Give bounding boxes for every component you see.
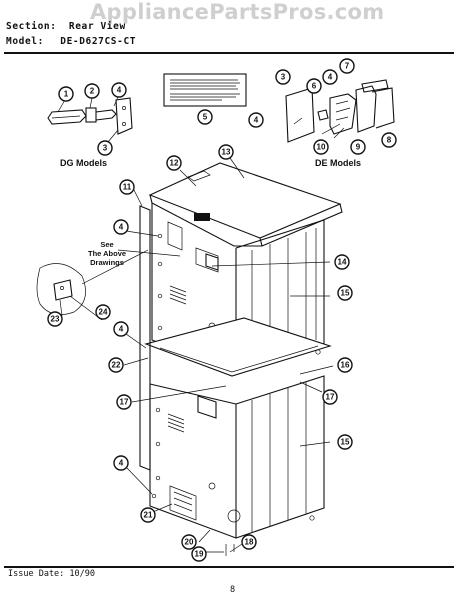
dryer-cabinet-stack [144,162,343,556]
svg-text:6: 6 [312,82,317,91]
callout-6: 6 [306,78,322,94]
dg-models-label: DG Models [60,158,108,168]
svg-text:3: 3 [103,144,108,153]
svg-text:15: 15 [341,289,350,298]
dg-gas-valve-assembly [47,96,133,143]
svg-text:2: 2 [90,87,95,96]
callout-21: 21 [140,507,156,523]
de-terminal-block-assembly [285,79,395,143]
svg-text:20: 20 [185,538,194,547]
callout-18: 18 [241,534,257,550]
section-label: Section: [6,21,57,32]
svg-text:22: 22 [112,361,121,370]
callout-4-low: 4 [113,321,129,337]
section-value: Rear View [68,21,126,32]
see-above-line-3: Drawings [90,258,124,267]
svg-text:5: 5 [203,113,208,122]
callout-24: 24 [95,304,111,320]
svg-text:19: 19 [195,550,204,559]
callout-23: 23 [47,311,63,327]
svg-text:12: 12 [170,159,179,168]
see-above-drawings-note: See The Above Drawings [88,240,126,267]
callout-17-left: 17 [116,394,132,410]
svg-text:10: 10 [317,143,326,152]
callout-22: 22 [108,357,124,373]
callout-8: 8 [381,132,397,148]
svg-text:18: 18 [245,538,254,547]
svg-text:16: 16 [341,361,350,370]
svg-text:4: 4 [328,73,333,82]
page-number: 8 [230,585,236,595]
callout-5: 5 [197,109,213,125]
svg-text:21: 21 [144,511,153,520]
callout-19: 19 [191,546,207,562]
warning-label-5 [163,73,247,107]
svg-text:23: 23 [51,315,60,324]
svg-text:15: 15 [341,438,350,447]
svg-text:4: 4 [119,325,124,334]
svg-text:17: 17 [120,398,129,407]
callout-1: 1 [58,86,74,102]
issue-date: Issue Date: 10/90 [8,569,95,579]
callout-7: 7 [339,58,355,74]
header-rule [4,52,454,54]
model-value: DE-D627CS-CT [60,36,137,47]
watermark: AppliancePartsPros.com [90,0,385,24]
callout-4-mid: 4 [113,219,129,235]
see-above-line-2: The Above [88,249,127,258]
model-label: Model: [6,36,44,47]
svg-text:9: 9 [356,143,361,152]
callout-2: 2 [84,83,100,99]
section-line: Section: Rear View [6,21,126,32]
callout-11: 11 [119,179,135,195]
svg-text:8: 8 [387,136,392,145]
model-line: Model: DE-D627CS-CT [6,36,136,47]
svg-text:11: 11 [123,183,132,192]
callout-14: 14 [334,254,350,270]
callout-3: 3 [97,140,113,156]
callout-10: 10 [313,139,329,155]
svg-text:4: 4 [117,86,122,95]
svg-text:4: 4 [254,116,259,125]
detail-inset [36,249,149,315]
svg-text:7: 7 [345,62,350,71]
callout-12: 12 [166,155,182,171]
footer-rule [4,566,454,568]
svg-text:17: 17 [326,393,335,402]
svg-text:1: 1 [64,90,69,99]
callout-20: 20 [181,534,197,550]
svg-text:13: 13 [222,148,231,157]
svg-text:4: 4 [119,459,124,468]
callout-4: 4 [111,82,127,98]
svg-text:4: 4 [119,223,124,232]
svg-text:24: 24 [99,308,108,317]
callout-15-lower: 15 [337,434,353,450]
svg-text:3: 3 [281,73,286,82]
callout-4-de-top: 4 [322,69,338,85]
de-models-label: DE Models [315,158,362,168]
callout-3-de: 3 [275,69,291,85]
callout-4-bottom: 4 [113,455,129,471]
back-panel-left [139,205,151,471]
see-above-line-1: See [100,240,114,249]
callout-16: 16 [337,357,353,373]
svg-text:14: 14 [338,258,347,267]
callout-4-de: 4 [248,112,264,128]
callout-15-upper: 15 [337,285,353,301]
callout-13: 13 [218,144,234,160]
callout-17-right: 17 [322,389,338,405]
callout-9: 9 [350,139,366,155]
